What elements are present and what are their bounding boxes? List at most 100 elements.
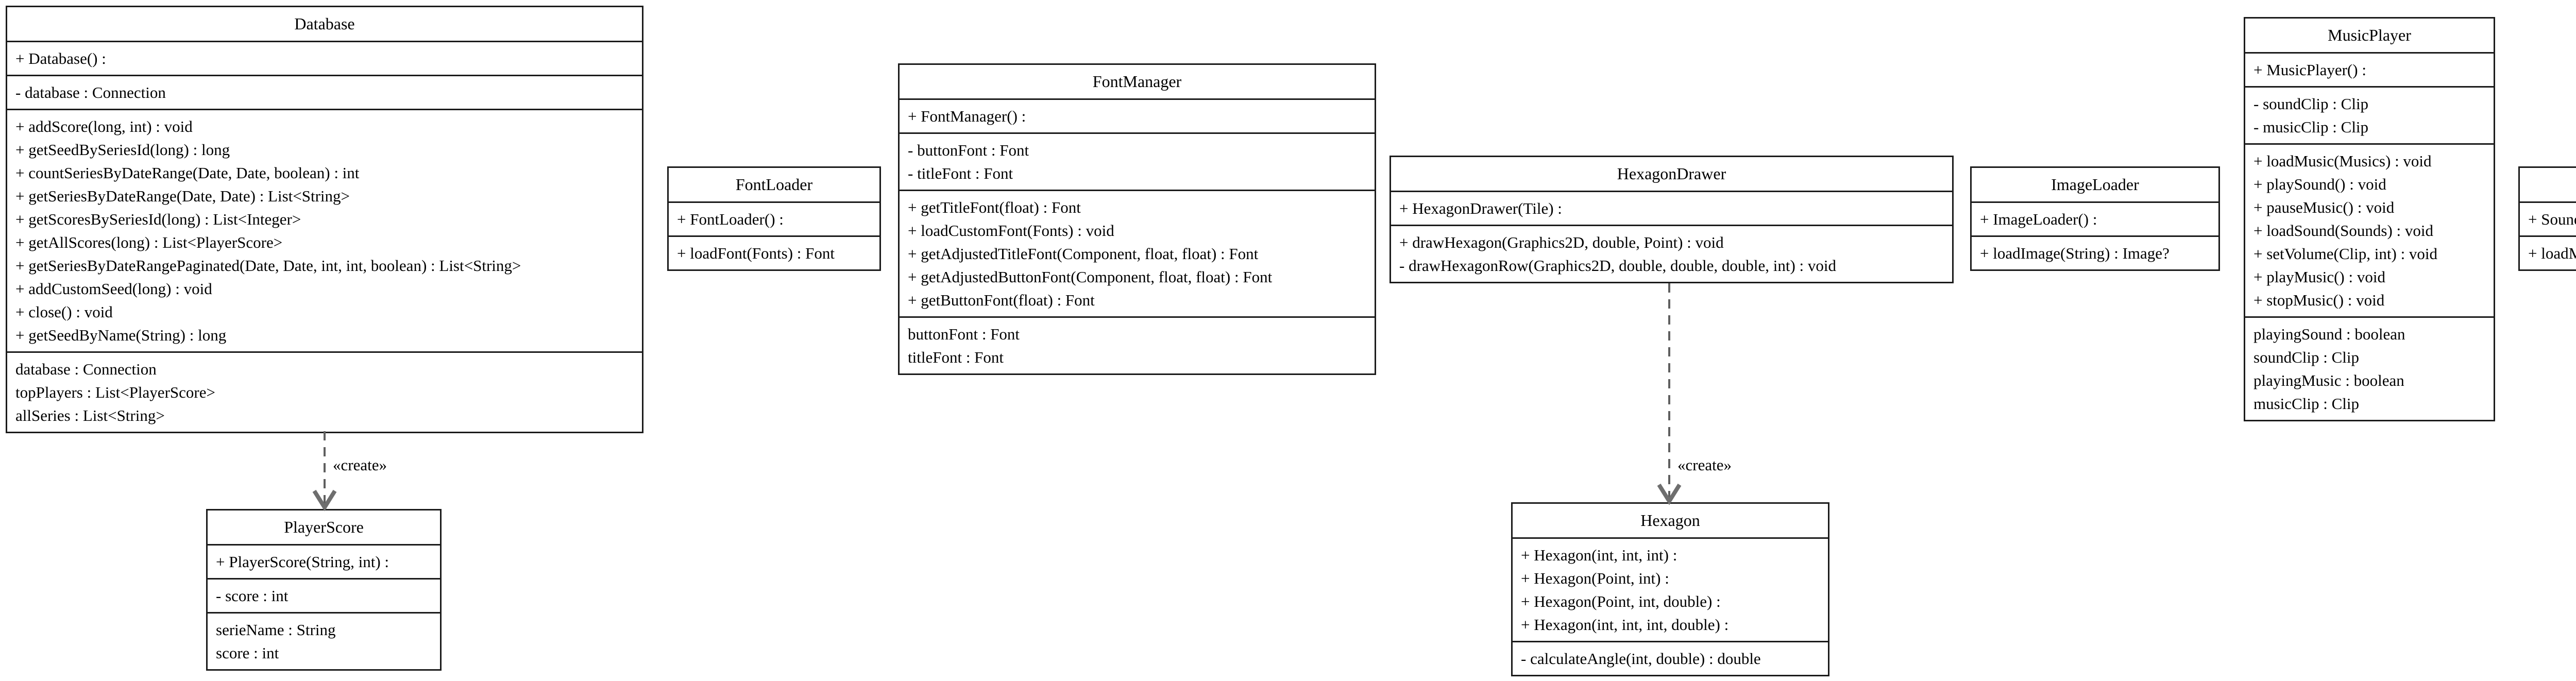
member-line: + getSeriesByDateRangePaginated(Date, Da… bbox=[15, 257, 521, 275]
compartment-constructors: + Hexagon(int, int, int) : + Hexagon(Poi… bbox=[1513, 537, 1828, 641]
member-line: + getScoresBySeriesId(long) : List<Integ… bbox=[15, 210, 301, 228]
member-line: + getAdjustedButtonFont(Component, float… bbox=[908, 268, 1273, 286]
dashed-create-arrow-database-playerscore bbox=[312, 431, 337, 512]
compartment-methods: + getTitleFont(float) : Font + loadCusto… bbox=[900, 190, 1375, 316]
member-line: + FontLoader() : bbox=[677, 210, 784, 228]
member-line: buttonFont : Font bbox=[908, 325, 1020, 343]
member-line: soundClip : Clip bbox=[2253, 348, 2359, 366]
member-line: titleFont : Font bbox=[908, 348, 1004, 366]
compartment-fields: - buttonFont : Font - titleFont : Font bbox=[900, 132, 1375, 190]
member-line: - soundClip : Clip bbox=[2253, 95, 2369, 113]
member-line: + MusicPlayer() : bbox=[2253, 61, 2366, 79]
member-line: + loadFont(Fonts) : Font bbox=[677, 244, 835, 262]
compartment-attributes: buttonFont : Font titleFont : Font bbox=[900, 316, 1375, 373]
dashed-create-arrow-hexagondrawer-hexagon bbox=[1657, 283, 1682, 505]
member-line: + addScore(long, int) : void bbox=[15, 117, 193, 135]
compartment-constructors: + SoundLoader() : bbox=[2520, 201, 2576, 235]
member-line: - buttonFont : Font bbox=[908, 141, 1029, 159]
member-line: + loadMusic(String) : Clip? bbox=[2528, 244, 2576, 262]
member-line: + getSeedBySeriesId(long) : long bbox=[15, 141, 230, 159]
class-title: FontManager bbox=[1092, 72, 1182, 91]
member-line: serieName : String bbox=[216, 621, 336, 639]
class-box-soundloader: SoundLoader + SoundLoader() : + loadMusi… bbox=[2518, 166, 2576, 271]
class-title: Hexagon bbox=[1640, 511, 1700, 530]
member-line: - titleFont : Font bbox=[908, 164, 1013, 182]
stereotype-label: «create» bbox=[333, 456, 387, 474]
member-line: + getButtonFont(float) : Font bbox=[908, 291, 1095, 309]
compartment-attributes: playingSound : boolean soundClip : Clip … bbox=[2245, 316, 2494, 420]
member-line: playingSound : boolean bbox=[2253, 325, 2405, 343]
member-line: - musicClip : Clip bbox=[2253, 118, 2369, 136]
member-line: + playSound() : void bbox=[2253, 175, 2386, 193]
compartment-constructors: + FontLoader() : bbox=[669, 201, 879, 235]
member-line: + stopMusic() : void bbox=[2253, 291, 2385, 309]
compartment-constructors: + PlayerScore(String, int) : bbox=[208, 544, 440, 578]
class-title: FontLoader bbox=[735, 175, 813, 194]
member-line: - drawHexagonRow(Graphics2D, double, dou… bbox=[1399, 257, 1837, 275]
member-line: + HexagonDrawer(Tile) : bbox=[1399, 199, 1562, 217]
member-line: + FontManager() : bbox=[908, 107, 1026, 125]
member-line: + getTitleFont(float) : Font bbox=[908, 198, 1081, 216]
class-title: PlayerScore bbox=[284, 518, 364, 536]
compartment-constructors: + HexagonDrawer(Tile) : bbox=[1391, 191, 1952, 225]
member-line: - database : Connection bbox=[15, 83, 166, 101]
member-line: topPlayers : List<PlayerScore> bbox=[15, 383, 215, 401]
member-line: + ImageLoader() : bbox=[1980, 210, 2097, 228]
class-title: MusicPlayer bbox=[2328, 26, 2411, 44]
member-line: + close() : void bbox=[15, 303, 113, 321]
class-box-fontloader: FontLoader + FontLoader() : + loadFont(F… bbox=[667, 166, 881, 271]
compartment-methods: + drawHexagon(Graphics2D, double, Point)… bbox=[1391, 225, 1952, 282]
member-line: + addCustomSeed(long) : void bbox=[15, 280, 212, 298]
class-box-fontmanager: FontManager + FontManager() : - buttonFo… bbox=[898, 63, 1376, 375]
member-line: + getSeriesByDateRange(Date, Date) : Lis… bbox=[15, 187, 350, 205]
member-line: + SoundLoader() : bbox=[2528, 210, 2576, 228]
class-box-musicplayer: MusicPlayer + MusicPlayer() : - soundCli… bbox=[2244, 17, 2495, 421]
member-line: + setVolume(Clip, int) : void bbox=[2253, 245, 2438, 263]
compartment-constructors: + ImageLoader() : bbox=[1972, 201, 2218, 235]
compartment-methods: - calculateAngle(int, double) : double bbox=[1513, 641, 1828, 675]
member-line: + Database() : bbox=[15, 49, 106, 67]
member-line: + getAdjustedTitleFont(Component, float,… bbox=[908, 245, 1259, 263]
class-title: SoundLoader bbox=[2520, 168, 2576, 201]
class-box-database: Database + Database() : - database : Con… bbox=[6, 6, 643, 433]
member-line: + drawHexagon(Graphics2D, double, Point)… bbox=[1399, 233, 1724, 251]
stereotype-label: «create» bbox=[1677, 456, 1732, 474]
class-title: Database bbox=[294, 14, 355, 33]
member-line: playingMusic : boolean bbox=[2253, 371, 2404, 389]
compartment-fields: - database : Connection bbox=[7, 75, 642, 109]
class-box-playerscore: PlayerScore + PlayerScore(String, int) :… bbox=[206, 509, 442, 671]
compartment-methods: + loadFont(Fonts) : Font bbox=[669, 235, 879, 269]
class-box-hexagondrawer: HexagonDrawer + HexagonDrawer(Tile) : + … bbox=[1389, 156, 1954, 283]
member-line: + getAllScores(long) : List<PlayerScore> bbox=[15, 233, 283, 251]
class-box-hexagon: Hexagon + Hexagon(int, int, int) : + Hex… bbox=[1511, 502, 1829, 676]
member-line: + playMusic() : void bbox=[2253, 268, 2385, 286]
member-line: - calculateAngle(int, double) : double bbox=[1521, 650, 1761, 668]
member-line: + loadSound(Sounds) : void bbox=[2253, 222, 2434, 240]
compartment-constructors: + MusicPlayer() : bbox=[2245, 52, 2494, 86]
compartment-methods: + loadImage(String) : Image? bbox=[1972, 235, 2218, 269]
member-line: + Hexagon(int, int, int) : bbox=[1521, 546, 1677, 564]
compartment-constructors: + Database() : bbox=[7, 41, 642, 75]
compartment-fields: - score : int bbox=[208, 578, 440, 612]
compartment-fields: - soundClip : Clip - musicClip : Clip bbox=[2245, 86, 2494, 143]
compartment-methods: + loadMusic(Musics) : void + playSound()… bbox=[2245, 143, 2494, 316]
compartment-attributes: serieName : String score : int bbox=[208, 612, 440, 669]
member-line: + loadMusic(Musics) : void bbox=[2253, 152, 2432, 170]
member-line: musicClip : Clip bbox=[2253, 395, 2359, 413]
member-line: + Hexagon(Point, int, double) : bbox=[1521, 592, 1721, 610]
class-title: ImageLoader bbox=[2051, 175, 2139, 194]
class-box-imageloader: ImageLoader + ImageLoader() : + loadImag… bbox=[1970, 166, 2220, 271]
member-line: database : Connection bbox=[15, 360, 157, 378]
member-line: score : int bbox=[216, 644, 279, 662]
compartment-methods: + loadMusic(String) : Clip? bbox=[2520, 235, 2576, 269]
member-line: + getSeedByName(String) : long bbox=[15, 326, 227, 344]
member-line: - score : int bbox=[216, 587, 289, 605]
compartment-methods: + addScore(long, int) : void + getSeedBy… bbox=[7, 109, 642, 351]
member-line: + countSeriesByDateRange(Date, Date, boo… bbox=[15, 164, 360, 182]
member-line: + PlayerScore(String, int) : bbox=[216, 553, 389, 571]
compartment-constructors: + FontManager() : bbox=[900, 98, 1375, 132]
class-title: HexagonDrawer bbox=[1617, 164, 1726, 183]
member-line: + Hexagon(int, int, int, double) : bbox=[1521, 616, 1729, 634]
member-line: + pauseMusic() : void bbox=[2253, 198, 2395, 216]
